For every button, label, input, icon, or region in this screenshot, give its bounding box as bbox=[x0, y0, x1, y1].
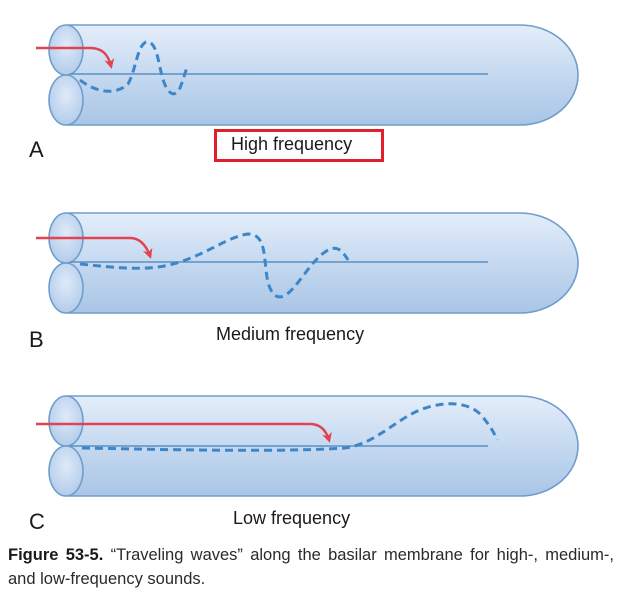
traveling-wave bbox=[79, 40, 189, 96]
sound-arrow bbox=[36, 46, 115, 69]
scala-tympani-opening bbox=[48, 262, 84, 314]
caption-text: “Traveling waves” along the basilar memb… bbox=[8, 546, 614, 588]
frequency-label: Low frequency bbox=[233, 508, 351, 528]
scala-tympani-opening bbox=[48, 445, 84, 497]
sound-arrow bbox=[36, 422, 332, 443]
cochlea-diagram-high bbox=[36, 24, 579, 126]
figure-number: Figure 53-5. bbox=[8, 546, 104, 564]
scala-tympani-opening bbox=[48, 74, 84, 126]
panel-b: B Medium frequency bbox=[29, 212, 579, 352]
cochlea-diagram-medium bbox=[36, 212, 579, 314]
panel-c: C Low frequency bbox=[29, 395, 579, 534]
highlight-box bbox=[214, 129, 384, 162]
cochlea-diagram-low bbox=[36, 395, 579, 497]
cochlea-tube bbox=[67, 212, 579, 314]
sound-arrow bbox=[36, 236, 153, 259]
traveling-wave bbox=[81, 402, 499, 452]
figure-caption: Figure 53-5. “Traveling waves” along the… bbox=[8, 543, 614, 591]
panel-letter: B bbox=[29, 327, 44, 352]
panel-letter: A bbox=[29, 137, 44, 162]
frequency-label: High frequency bbox=[231, 134, 353, 154]
traveling-wave bbox=[79, 232, 350, 299]
panel-letter: C bbox=[29, 509, 45, 534]
scala-vestibuli-opening bbox=[48, 395, 84, 447]
panel-a: A High frequency bbox=[0, 0, 632, 175]
frequency-label: Medium frequency bbox=[216, 324, 365, 344]
cochlea-tube bbox=[67, 24, 579, 126]
